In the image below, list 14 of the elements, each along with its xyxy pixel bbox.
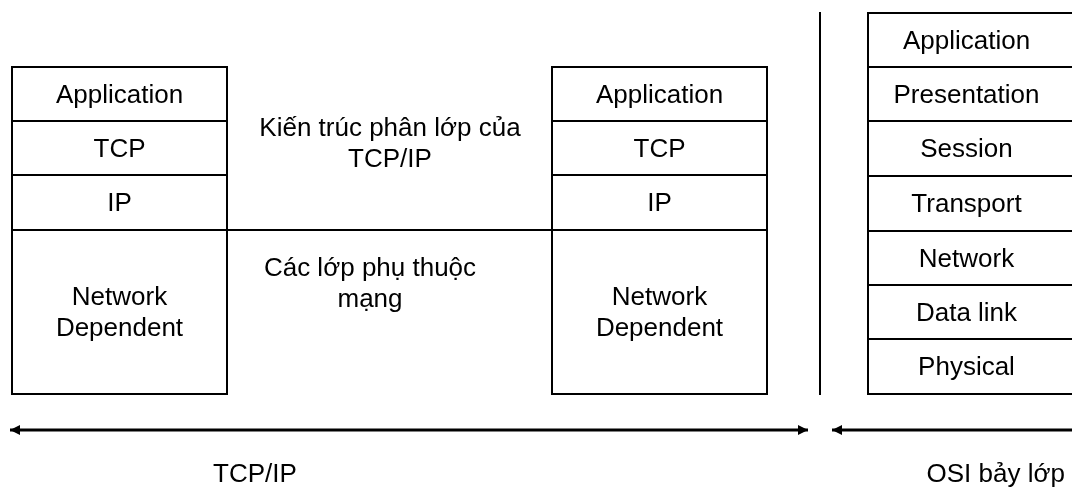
layer-box: Network Dependent — [11, 229, 228, 395]
caption-text: Các lớp phụ thuộc mạng — [262, 252, 478, 314]
layer-box: TCP — [11, 120, 228, 176]
layer-box: IP — [11, 174, 228, 231]
layer-box: Application — [551, 66, 768, 122]
span-label: OSI bảy lớp — [925, 458, 1065, 489]
layer-box: Application — [11, 66, 228, 122]
layer-box: Physical — [867, 338, 1072, 395]
layer-box: Application — [867, 12, 1072, 68]
layer-box: IP — [551, 174, 768, 231]
caption-text: Kiến trúc phân lớp của TCP/IP — [258, 112, 522, 174]
span-label: TCP/IP — [212, 458, 298, 489]
layer-box: Network Dependent — [551, 229, 768, 395]
layer-box: TCP — [551, 120, 768, 176]
